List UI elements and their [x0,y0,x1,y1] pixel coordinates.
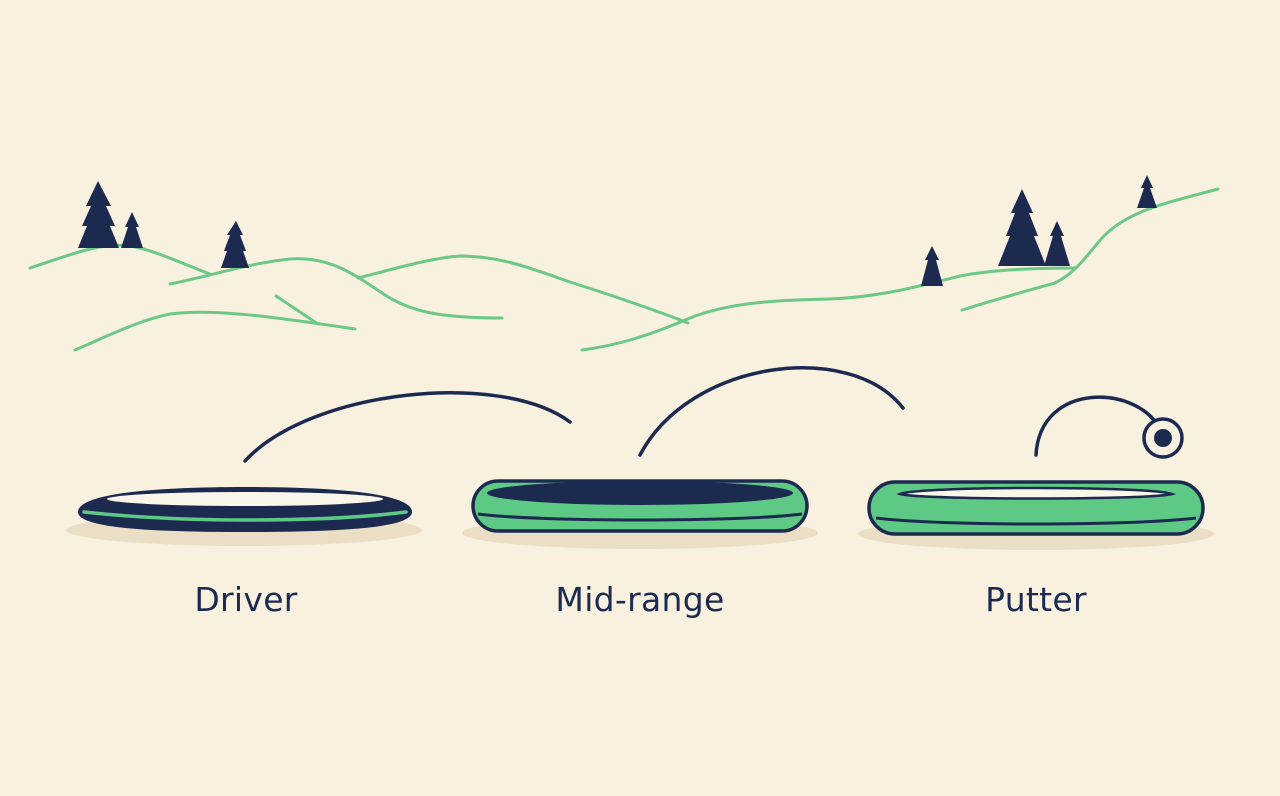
pine-tree-icon [1137,175,1157,208]
flight-paths [243,366,1162,463]
driver-disc [66,487,422,546]
hill-line-stroke-small [274,294,320,326]
driver-label: Driver [194,580,298,619]
pine-tree-icon [221,221,249,268]
driver-rim-stripe [82,510,408,522]
hill-line-left-mid [168,257,504,320]
hill-line-left-low [73,310,357,352]
midrange-label: Mid-range [555,580,725,619]
hill-line-left-top [28,243,212,276]
putter-rim-line [875,516,1197,526]
landscape [28,187,1220,352]
hill-line-center [356,254,690,325]
driver-top-highlight [107,492,383,506]
hill-line-center-right [580,266,1077,352]
putter-disc [858,480,1214,550]
midrange-flight-path [638,366,905,457]
midrange-top [487,481,793,505]
basket-target-icon [1142,417,1184,459]
putter-label: Putter [985,580,1087,619]
driver-flight-path [243,391,572,463]
putter-flight-path [1034,395,1162,457]
pine-tree-icon [1044,221,1070,266]
pine-tree-icon [78,181,119,248]
midrange-disc [462,479,818,549]
trees [78,175,1157,286]
pine-tree-icon [998,189,1046,266]
hill-line-right [960,187,1220,312]
pine-tree-icon [121,212,143,248]
midrange-rim-line [477,512,803,522]
putter-top-highlight [896,486,1177,500]
pine-tree-icon [921,246,943,286]
